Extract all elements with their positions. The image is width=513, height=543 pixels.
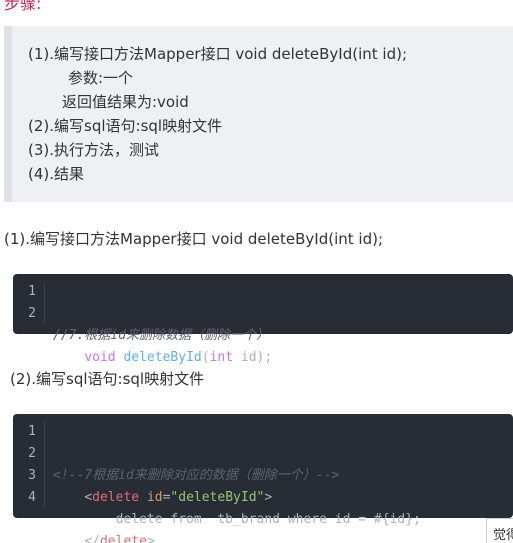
step-line-4: (4).结果 — [28, 165, 85, 183]
code-text: id); — [233, 350, 273, 365]
code-attribute: id — [146, 490, 163, 505]
section-1-title: (1).编写接口方法Mapper接口 void deleteById(int i… — [4, 230, 384, 248]
code-punct: < — [84, 490, 93, 505]
code-line: 2 <delete id="deleteById"> — [13, 443, 513, 505]
line-number: 3 — [28, 468, 36, 483]
code-function-name: deleteById — [123, 350, 202, 365]
steps-quote-block: (1).编写接口方法Mapper接口 void deleteById(int i… — [4, 26, 513, 202]
code-type: int — [209, 350, 234, 365]
code-comment: <!--7根据id来删除对应的数据（删除一个）--> — [53, 468, 340, 483]
code-tag: delete — [92, 490, 140, 505]
feedback-button[interactable]: 觉得 — [486, 518, 513, 543]
step-line-params: 参数:一个 — [68, 69, 134, 87]
code-line: 4 </delete> — [13, 487, 513, 543]
line-number: 4 — [28, 490, 36, 505]
code-indent — [53, 534, 84, 543]
code-block-xml: 1 <!--7根据id来删除对应的数据（删除一个）--> 2 <delete i… — [13, 414, 513, 543]
code-block-java: 1 //7.根据id来删除数据（删除一个） 2 void deleteById(… — [13, 274, 513, 365]
section-heading-partial: 步骤: — [4, 0, 42, 13]
code-punct: > — [264, 490, 273, 505]
code-line: 1 <!--7根据id来删除对应的数据（删除一个）--> — [13, 421, 513, 483]
code-comment: //7.根据id来删除数据（删除一个） — [53, 328, 269, 343]
line-number: 1 — [28, 424, 36, 439]
code-text: delete from tb_brand where id = #{id}; — [53, 512, 421, 527]
code-punct: </ — [84, 534, 100, 543]
code-string: "deleteById" — [170, 490, 265, 505]
section-2-title: (2).编写sql语句:sql映射文件 — [10, 370, 205, 388]
line-number: 1 — [28, 284, 36, 299]
step-line-2: (2).编写sql语句:sql映射文件 — [28, 117, 223, 135]
code-tag: delete — [99, 534, 147, 543]
line-number: 2 — [28, 306, 36, 321]
step-line-return: 返回值结果为:void — [62, 93, 189, 111]
step-line-3: (3).执行方法，测试 — [28, 141, 160, 159]
code-line: 3 delete from tb_brand where id = #{id}; — [13, 465, 513, 527]
code-punct: ( — [201, 350, 210, 365]
code-punct: = — [162, 490, 171, 505]
code-indent — [53, 350, 84, 365]
step-line-1: (1).编写接口方法Mapper接口 void deleteById(int i… — [28, 45, 408, 63]
code-line: 2 void deleteById(int id); — [13, 303, 513, 365]
code-keyword: void — [84, 350, 116, 365]
line-number: 2 — [28, 446, 36, 461]
code-punct: > — [146, 534, 155, 543]
code-line: 1 //7.根据id来删除数据（删除一个） — [13, 281, 513, 343]
